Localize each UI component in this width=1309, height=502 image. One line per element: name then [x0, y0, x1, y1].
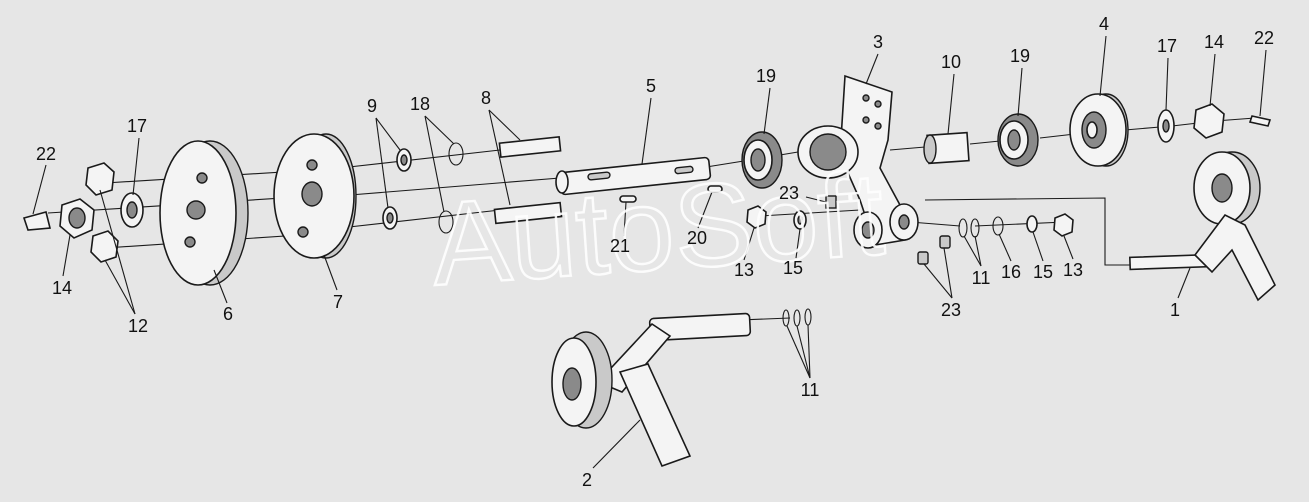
callout-label-c11b: 11: [801, 380, 820, 400]
right-hardware: [1157, 103, 1272, 143]
callout-label-c13a: 13: [734, 260, 754, 280]
bearing-19-right: [997, 113, 1039, 167]
left-hardware: [22, 162, 144, 263]
sleeve-10: [923, 131, 970, 165]
callout-label-c10: 10: [941, 52, 961, 72]
callout-label-c8: 8: [481, 88, 491, 108]
callout-label-c18: 18: [410, 94, 430, 114]
cotter-pin-22-left: [22, 211, 52, 231]
callout-label-c12: 12: [128, 316, 148, 336]
callout-label-c15b: 15: [1033, 262, 1053, 282]
shaft-5: [555, 156, 723, 203]
pulley-7: [273, 133, 357, 259]
leader-lines: [32, 35, 1267, 469]
callout-label-c23b: 23: [941, 300, 961, 320]
callout-label-c3: 3: [873, 32, 883, 52]
callout-label-c2: 2: [582, 470, 592, 490]
callout-label-c1: 1: [1170, 300, 1180, 320]
callout-label-c19a: 19: [756, 66, 776, 86]
pulley-6: [159, 140, 249, 286]
callout-label-c22l: 22: [36, 144, 56, 164]
pulley-4: [1069, 93, 1129, 167]
callout-label-c21: 21: [610, 236, 630, 256]
callout-label-c17r: 17: [1157, 36, 1177, 56]
callout-label-c22r: 22: [1254, 28, 1274, 48]
callout-label-c11a: 11: [972, 268, 991, 288]
callout-label-c14l: 14: [52, 278, 72, 298]
nut-12-top: [85, 162, 115, 196]
callout-label-c23a: 23: [779, 183, 799, 203]
small-fasteners: [746, 205, 1074, 327]
callout-label-c16: 16: [1001, 262, 1021, 282]
callout-label-c17l: 17: [127, 116, 147, 136]
assembly-axis-lines: [47, 117, 1256, 323]
bracket-3: [797, 74, 919, 249]
callout-label-c7: 7: [333, 292, 343, 312]
callout-label-c4: 4: [1099, 14, 1109, 34]
callout-label-c6: 6: [223, 304, 233, 324]
callout-label-c19b: 19: [1010, 46, 1030, 66]
nut-12-bottom: [90, 230, 119, 263]
bearing-19-left: [741, 131, 783, 189]
callout-label-c9: 9: [367, 96, 377, 116]
callout-label-c15a: 15: [783, 258, 803, 278]
callout-label-c13b: 13: [1063, 260, 1083, 280]
idler-arm-2: [551, 312, 752, 468]
callout-label-c20: 20: [687, 228, 707, 248]
idler-arm-1: [1128, 151, 1276, 302]
callout-label-c5: 5: [646, 76, 656, 96]
washers-rings-pins: [382, 136, 563, 234]
callout-label-c14r: 14: [1204, 32, 1224, 52]
watermark: AutoSoft: [427, 148, 888, 311]
